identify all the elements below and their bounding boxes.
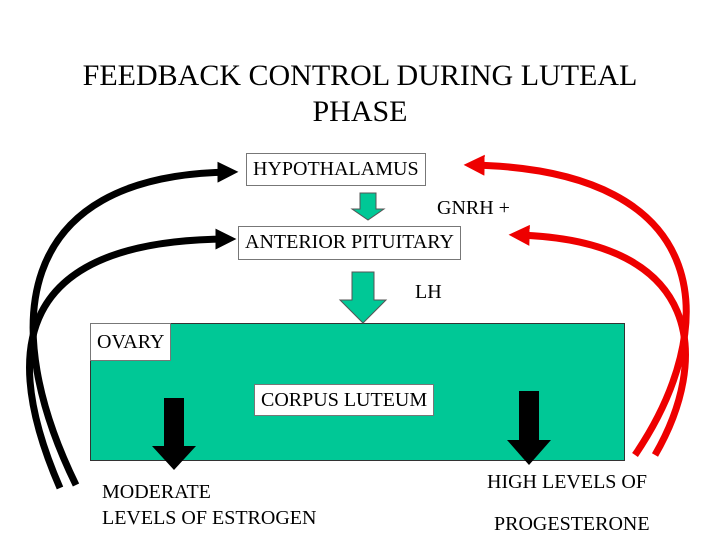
ovary-label: OVARY bbox=[97, 331, 165, 353]
corpus-luteum-label: CORPUS LUTEUM bbox=[261, 389, 428, 411]
estrogen-label: MODERATE LEVELS OF ESTROGEN bbox=[102, 479, 316, 531]
lh-label: LH bbox=[415, 281, 442, 303]
anterior-pituitary-box: ANTERIOR PITUITARY bbox=[238, 226, 461, 260]
lh-down-arrow bbox=[338, 271, 388, 324]
progesterone-feedback-arrow-hypothalamus bbox=[463, 154, 690, 457]
anterior-pituitary-label: ANTERIOR PITUITARY bbox=[245, 231, 454, 253]
gnrh-label: GNRH + bbox=[437, 197, 510, 219]
estrogen-down-arrow bbox=[152, 398, 196, 470]
corpus-luteum-box: CORPUS LUTEUM bbox=[254, 384, 435, 416]
title-line-2: PHASE bbox=[312, 95, 408, 128]
estrogen-label-line-1: MODERATE bbox=[102, 481, 211, 503]
gnrh-down-arrow bbox=[350, 192, 386, 221]
progesterone-label-line-2: PROGESTERONE bbox=[494, 513, 650, 535]
page-title: FEEDBACK CONTROL DURING LUTEAL PHASE bbox=[0, 58, 720, 130]
progesterone-feedback-arrow-pituitary bbox=[508, 224, 689, 457]
estrogen-feedback-arrow-pituitary bbox=[25, 228, 237, 490]
estrogen-feedback-arrow-hypothalamus bbox=[29, 161, 239, 487]
hypothalamus-label: HYPOTHALAMUS bbox=[253, 158, 419, 180]
ovary-box: OVARY bbox=[90, 323, 172, 361]
progesterone-down-arrow bbox=[507, 391, 551, 465]
title-line-1: FEEDBACK CONTROL DURING LUTEAL bbox=[82, 59, 638, 92]
progesterone-label-line-1: HIGH LEVELS OF bbox=[487, 471, 647, 493]
estrogen-label-line-2: LEVELS OF ESTROGEN bbox=[102, 507, 317, 529]
hypothalamus-box: HYPOTHALAMUS bbox=[246, 153, 426, 186]
